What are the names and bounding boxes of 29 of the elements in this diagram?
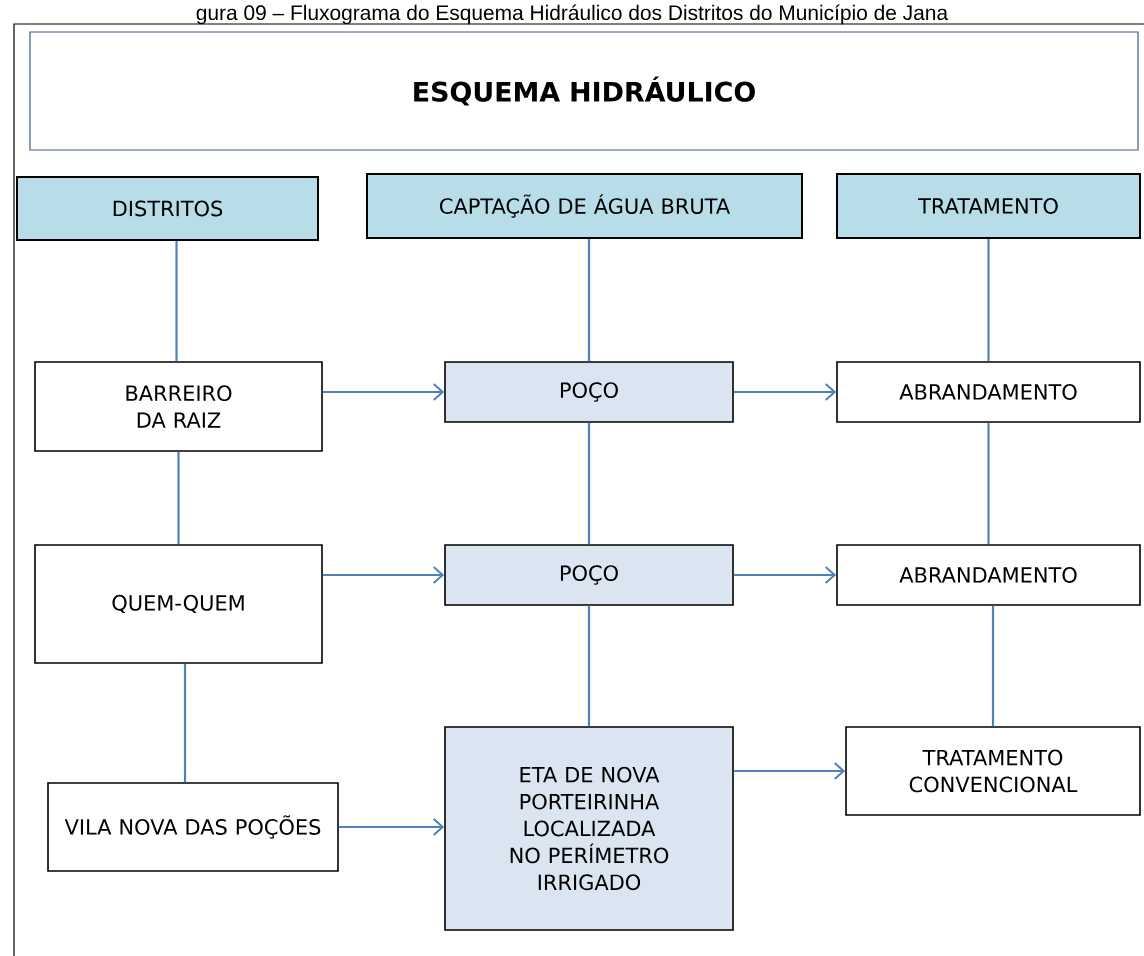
district-box: QUEM-QUEM [34, 544, 323, 664]
arrow [733, 383, 837, 401]
source-box: POÇO [444, 544, 734, 606]
connector-line [175, 241, 178, 362]
connector-line [183, 663, 187, 783]
connector-line [587, 239, 591, 362]
district-box: VILA NOVA DAS POÇÕES [47, 782, 339, 872]
arrow [733, 762, 846, 780]
column-header: CAPTAÇÃO DE ÁGUA BRUTA [366, 173, 803, 239]
connector-line [587, 605, 591, 727]
treatment-plant-box: ETA DE NOVA PORTEIRINHA LOCALIZADA NO PERÍMETRO IRRIGADO [444, 726, 734, 931]
connector-line [177, 451, 180, 545]
connector-line [987, 422, 990, 545]
column-header: DISTRITOS [16, 176, 319, 241]
treatment-box: TRATAMENTO CONVENCIONAL [845, 726, 1141, 816]
district-box: BARREIRO DA RAIZ [34, 361, 323, 452]
source-box: POÇO [444, 361, 734, 423]
arrow [338, 818, 445, 836]
treatment-box: ABRANDAMENTO [836, 544, 1141, 606]
connector-line [587, 422, 591, 545]
title-box: ESQUEMA HIDRÁULICO [29, 31, 1139, 151]
connector-line [987, 239, 990, 362]
connector-line [991, 605, 995, 727]
figure-caption: gura 09 – Fluxograma do Esquema Hidráulico dos Distritos do Município de Jana [196, 4, 949, 25]
arrow [733, 566, 837, 584]
arrow [322, 566, 445, 584]
arrow [322, 383, 445, 401]
treatment-box: ABRANDAMENTO [836, 361, 1141, 423]
column-header: TRATAMENTO [836, 173, 1141, 239]
